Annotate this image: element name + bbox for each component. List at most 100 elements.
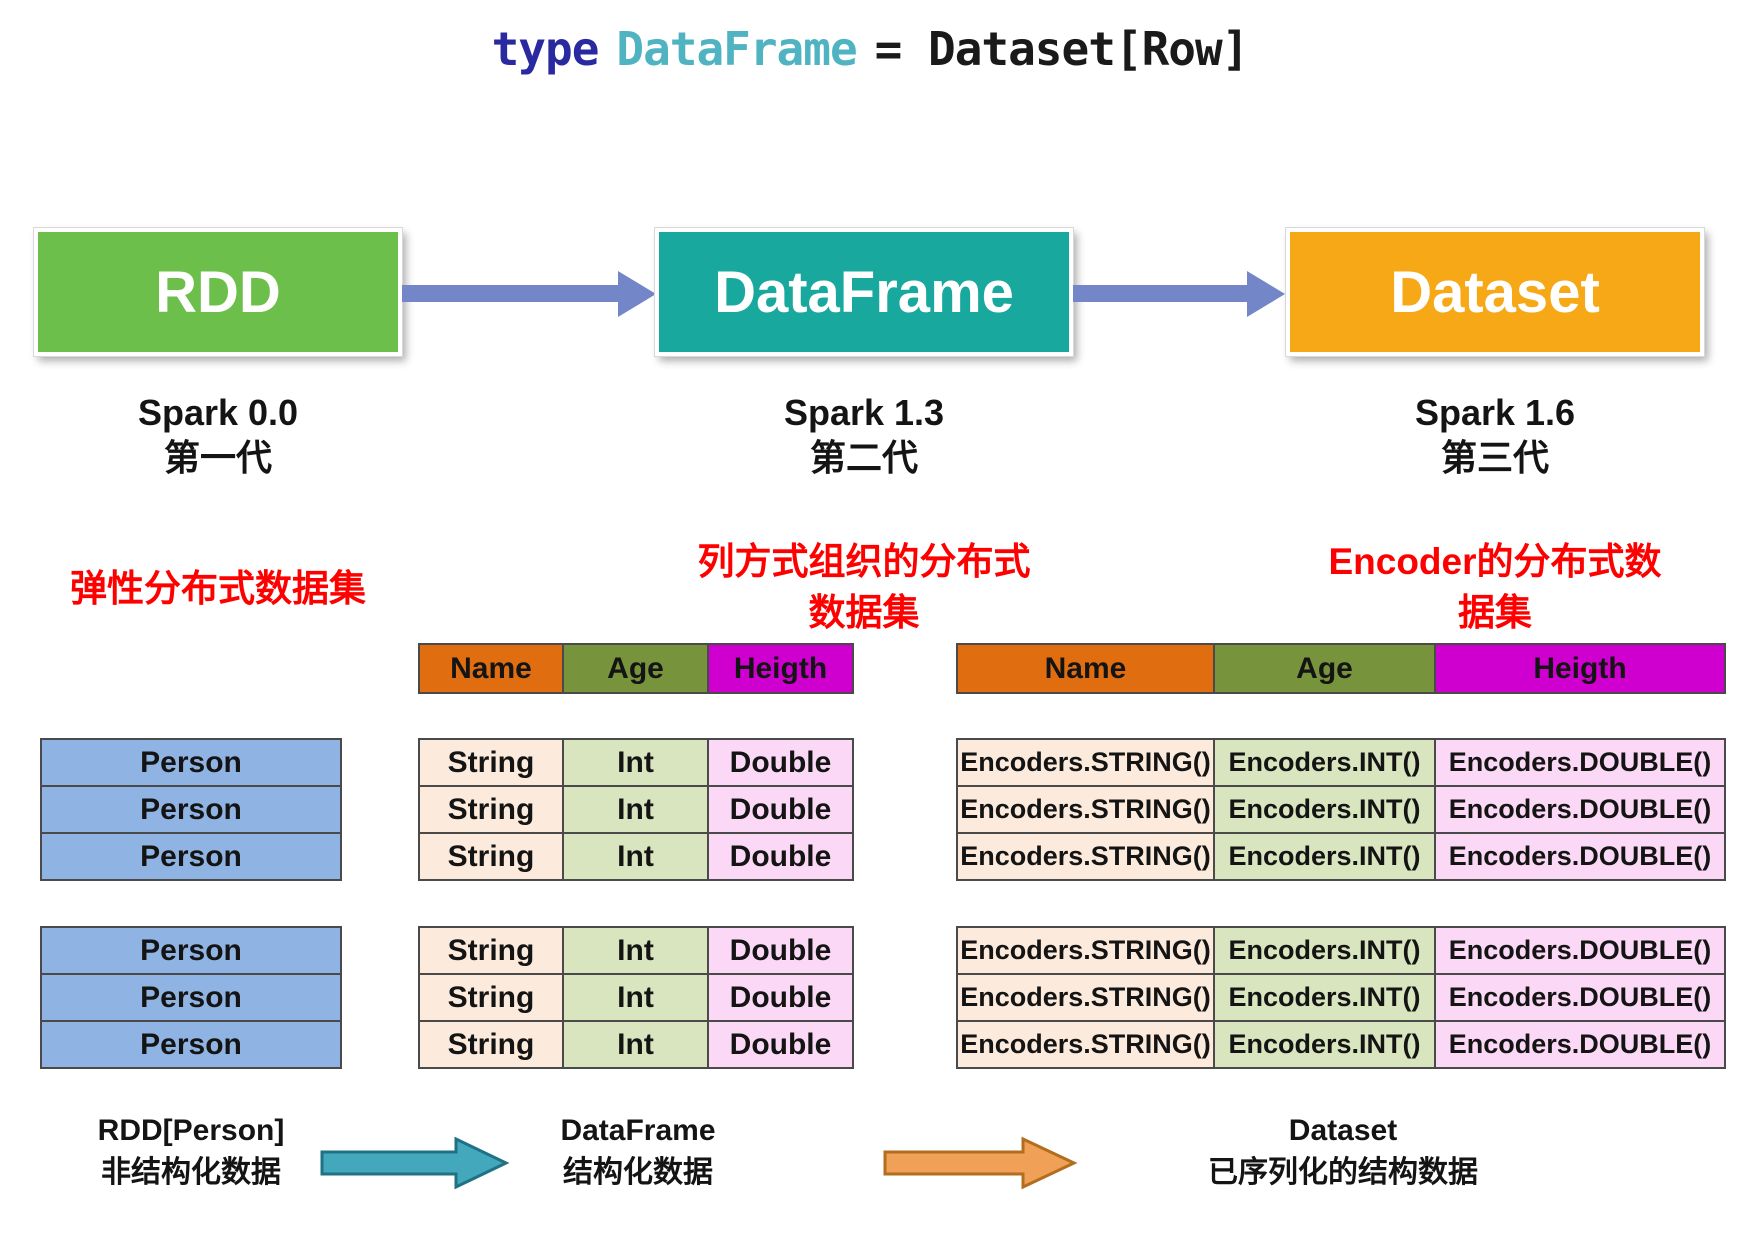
- table-row: Name Age Heigth: [956, 643, 1726, 694]
- title-dataset-row: = Dataset[Row]: [874, 22, 1250, 76]
- person-cell: Person: [40, 785, 342, 834]
- encoder-double-cell: Encoders.DOUBLE(): [1434, 832, 1726, 881]
- double-cell: Double: [707, 926, 854, 975]
- dataset-version-caption: Spark 1.6 第三代: [1286, 390, 1704, 480]
- dataframe-schema-header: Name Age Heigth: [418, 643, 854, 694]
- table-row: Encoders.STRING() Encoders.INT() Encoder…: [956, 832, 1726, 881]
- table-row: String Int Double: [418, 785, 854, 834]
- footer-title: DataFrame: [560, 1114, 716, 1147]
- dataset-schema-header: Name Age Heigth: [956, 643, 1726, 694]
- table-row: Person: [40, 785, 342, 834]
- encoder-string-cell: Encoders.STRING(): [956, 973, 1215, 1022]
- table-row: Encoders.STRING() Encoders.INT() Encoder…: [956, 738, 1726, 787]
- encoder-string-cell: Encoders.STRING(): [956, 926, 1215, 975]
- header-cell-heigth: Heigth: [707, 643, 854, 694]
- table-row: Person: [40, 832, 342, 881]
- table-row: String Int Double: [418, 926, 854, 975]
- double-cell: Double: [707, 973, 854, 1022]
- person-cell: Person: [40, 832, 342, 881]
- dataset-encoders-table-2: Encoders.STRING() Encoders.INT() Encoder…: [956, 926, 1726, 1069]
- spark-version: Spark 1.3: [783, 392, 945, 433]
- rdd-person-table-2: Person Person Person: [40, 926, 342, 1069]
- dataframe-box: DataFrame: [655, 228, 1073, 356]
- rdd-footer-caption: RDD[Person] 非结构化数据: [40, 1110, 342, 1194]
- table-row: Encoders.STRING() Encoders.INT() Encoder…: [956, 785, 1726, 834]
- footer-title: RDD[Person]: [97, 1114, 285, 1147]
- table-row: String Int Double: [418, 832, 854, 881]
- description-line: 弹性分布式数据集: [70, 568, 366, 609]
- header-cell-heigth: Heigth: [1434, 643, 1726, 694]
- double-cell: Double: [707, 1020, 854, 1069]
- description-line: 数据集: [808, 592, 920, 633]
- header-cell-name: Name: [418, 643, 564, 694]
- rdd-person-table-1: Person Person Person: [40, 738, 342, 881]
- dataframe-description: 列方式组织的分布式 数据集: [655, 536, 1073, 638]
- table-row: String Int Double: [418, 1020, 854, 1069]
- int-cell: Int: [562, 1020, 709, 1069]
- footer-subtitle: 结构化数据: [563, 1156, 713, 1189]
- table-row: Person: [40, 926, 342, 975]
- int-cell: Int: [562, 832, 709, 881]
- encoder-string-cell: Encoders.STRING(): [956, 1020, 1215, 1069]
- encoder-int-cell: Encoders.INT(): [1213, 973, 1436, 1022]
- encoder-double-cell: Encoders.DOUBLE(): [1434, 785, 1726, 834]
- footer-title: Dataset: [1288, 1114, 1398, 1147]
- table-row: Encoders.STRING() Encoders.INT() Encoder…: [956, 1020, 1726, 1069]
- header-cell-name: Name: [956, 643, 1215, 694]
- rdd-to-dataframe-arrow: [402, 285, 618, 302]
- double-cell: Double: [707, 738, 854, 787]
- dataset-description: Encoder的分布式数 据集: [1276, 536, 1714, 638]
- person-cell: Person: [40, 1020, 342, 1069]
- table-row: Encoders.STRING() Encoders.INT() Encoder…: [956, 926, 1726, 975]
- person-cell: Person: [40, 973, 342, 1022]
- dataframe-version-caption: Spark 1.3 第二代: [655, 390, 1073, 480]
- arrow-head-icon: [1247, 271, 1285, 317]
- description-line: Encoder的分布式数: [1328, 541, 1662, 582]
- int-cell: Int: [562, 973, 709, 1022]
- spark-version: Spark 1.6: [1414, 392, 1576, 433]
- encoder-string-cell: Encoders.STRING(): [956, 738, 1215, 787]
- string-cell: String: [418, 785, 564, 834]
- string-cell: String: [418, 926, 564, 975]
- title-dataframe-alias: DataFrame: [616, 22, 857, 76]
- footer-subtitle: 已序列化的结构数据: [1208, 1156, 1478, 1189]
- header-cell-age: Age: [1213, 643, 1436, 694]
- encoder-int-cell: Encoders.INT(): [1213, 832, 1436, 881]
- dataset-box: Dataset: [1286, 228, 1704, 356]
- dataframe-types-table-1: String Int Double String Int Double Stri…: [418, 738, 854, 881]
- header-cell-age: Age: [562, 643, 709, 694]
- rdd-box: RDD: [34, 228, 402, 356]
- int-cell: Int: [562, 785, 709, 834]
- description-line: 列方式组织的分布式: [697, 541, 1031, 582]
- dataframe-to-dataset-arrow: [1073, 285, 1247, 302]
- string-cell: String: [418, 973, 564, 1022]
- encoder-int-cell: Encoders.INT(): [1213, 738, 1436, 787]
- title-code-line: type DataFrame = Dataset[Row]: [0, 22, 1740, 76]
- table-row: Encoders.STRING() Encoders.INT() Encoder…: [956, 973, 1726, 1022]
- int-cell: Int: [562, 926, 709, 975]
- encoder-double-cell: Encoders.DOUBLE(): [1434, 1020, 1726, 1069]
- rdd-description: 弹性分布式数据集: [14, 563, 422, 614]
- table-row: Person: [40, 738, 342, 787]
- encoder-double-cell: Encoders.DOUBLE(): [1434, 738, 1726, 787]
- string-cell: String: [418, 738, 564, 787]
- double-cell: Double: [707, 832, 854, 881]
- footer-subtitle: 非结构化数据: [101, 1156, 281, 1189]
- dataset-encoders-table-1: Encoders.STRING() Encoders.INT() Encoder…: [956, 738, 1726, 881]
- description-line: 据集: [1458, 592, 1532, 633]
- encoder-int-cell: Encoders.INT(): [1213, 1020, 1436, 1069]
- table-row: Name Age Heigth: [418, 643, 854, 694]
- person-cell: Person: [40, 738, 342, 787]
- dataframe-types-table-2: String Int Double String Int Double Stri…: [418, 926, 854, 1069]
- spark-version: Spark 0.0: [137, 392, 299, 433]
- table-row: Person: [40, 1020, 342, 1069]
- title-type-keyword: type: [491, 22, 600, 76]
- table-row: Person: [40, 973, 342, 1022]
- generation-label: 第三代: [1440, 437, 1549, 478]
- table-row: String Int Double: [418, 738, 854, 787]
- encoder-int-cell: Encoders.INT(): [1213, 926, 1436, 975]
- arrow-head-icon: [618, 271, 656, 317]
- unstructured-to-structured-arrow: [320, 1136, 510, 1190]
- table-row: String Int Double: [418, 973, 854, 1022]
